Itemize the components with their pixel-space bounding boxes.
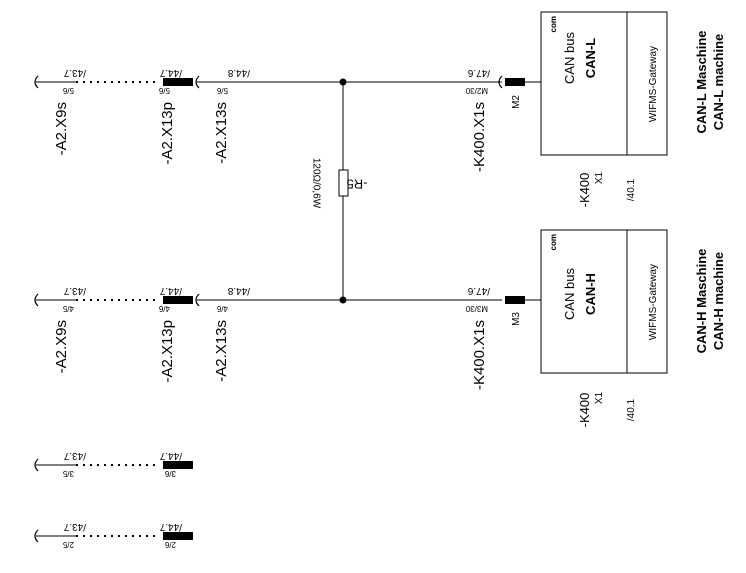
ref-448-l: /44.8 [227,67,250,78]
connector-k400x1s-h: -K400.X1s [471,320,488,390]
device-box-can-h [540,229,668,374]
ref-447-r3: /44.7 [159,450,182,461]
spare-wire-2 [34,529,193,543]
pin-25: 2/5 [62,540,74,549]
junction-dot-bottom [339,296,347,304]
pin-m3: M3 [511,312,522,326]
pin-45: 4/5 [62,304,74,313]
device-box-can-l [540,11,668,156]
device-gateway-l: WIFMS-Gateway [648,46,659,122]
label-can-h-en: CAN-H machine [711,252,726,350]
can-h-wire [34,293,541,307]
device-name-h: -K400 [577,393,592,428]
ref-437-r2: /43.7 [63,521,86,532]
device-name-l: -K400 [577,173,592,208]
ref-448-h: /44.8 [227,285,250,296]
ref-476-l: /47.6 [467,67,490,78]
ref-437-l: /43.7 [63,67,86,78]
ref-447-l: /44.7 [159,67,182,78]
ref-447-r2: /44.7 [159,521,182,532]
connector-a2x13s-h: -A2.X13s [213,320,230,382]
pin-46-right: 4/6 [216,304,228,313]
label-can-h-de: CAN-H Maschine [694,249,709,354]
connector-a2x13p-h: -A2.X13p [159,320,176,383]
ref-401-h: /40.1 [626,398,637,421]
ref-401-l: /40.1 [626,178,637,201]
device-canbus-l: CAN bus [562,31,577,84]
connector-a2x9s-h: -A2.X9s [53,320,70,373]
connector-a2x9s-l: -A2.X9s [53,102,70,155]
resistor-value: 120Ω/0,6W [310,158,321,209]
pin-26: 2/6 [164,540,176,549]
connector-k400x1s-l: -K400.X1s [471,102,488,172]
label-can-l-de: CAN-L Maschine [694,30,709,133]
can-l-wire [34,75,541,89]
pin-56-right-l: 5/6 [216,86,228,95]
junction-dot-top [339,78,347,86]
ref-447-h: /44.7 [159,285,182,296]
device-com-h: com [549,234,558,250]
label-can-l-en: CAN-L machine [711,34,726,131]
pin-46-mid: 4/6 [158,304,170,313]
device-x1-l: X1 [594,171,605,184]
ref-476-h: /47.6 [467,285,490,296]
ref-437-r3: /43.7 [63,450,86,461]
pin-m2: M2 [511,95,522,109]
pin-56-mid-l: 5/6 [158,86,170,95]
pin-m230: M2/30 [465,86,488,95]
ref-437-h: /43.7 [63,285,86,296]
pin-35: 3/5 [62,469,74,478]
device-canbus-h: CAN bus [562,267,577,320]
resistor-r5 [338,78,349,304]
resistor-name: -R5 [347,177,368,192]
pin-36: 3/6 [164,469,176,478]
device-x1-h: X1 [594,391,605,404]
device-can-l: CAN-L [583,38,598,78]
pin-56-left-l: 5/6 [62,86,74,95]
pin-m330: M3/30 [465,304,488,313]
connector-a2x13p-l: -A2.X13p [159,102,176,165]
device-com-l: com [549,16,558,32]
connector-a2x13s-l: -A2.X13s [213,102,230,164]
device-can-h: CAN-H [583,273,598,315]
device-gateway-h: WIFMS-Gateway [648,264,659,340]
spare-wire-3 [34,458,193,472]
